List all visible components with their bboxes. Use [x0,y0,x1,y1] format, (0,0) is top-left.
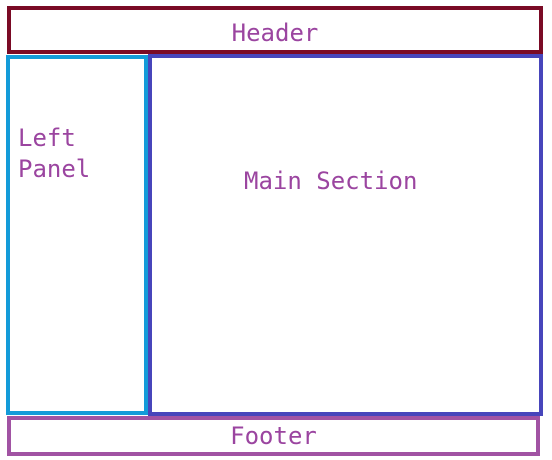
main-section-label: Main Section [244,167,418,195]
left-panel-region: Left Panel [6,55,148,415]
main-section-region: Main Section [148,54,543,416]
header-region: Header [7,6,543,54]
header-label: Header [231,19,319,47]
footer-region: Footer [7,416,540,456]
left-panel-label: Left Panel [18,124,91,183]
footer-label: Footer [230,422,317,450]
